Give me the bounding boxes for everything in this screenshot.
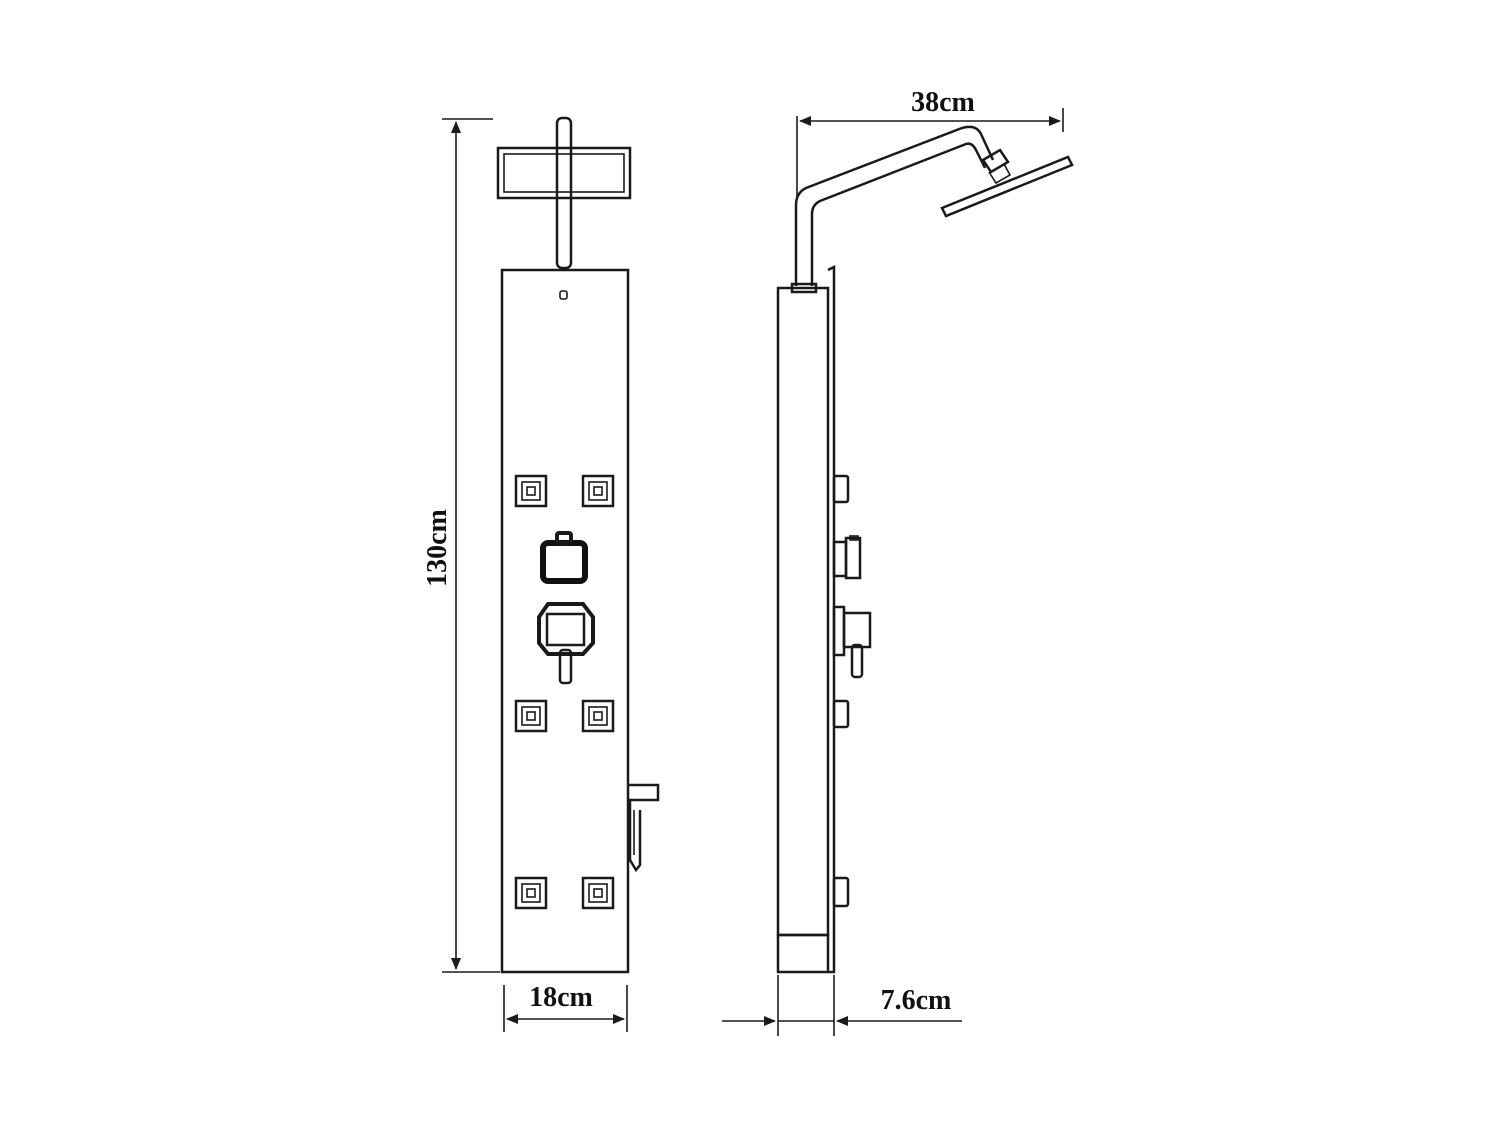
body-jet: [514, 876, 548, 910]
front-width-dimension: 18cm: [503, 982, 628, 1032]
side-arm-pipe: [794, 125, 995, 286]
arm-reach-label: 38cm: [911, 87, 975, 118]
front-riser-pipe: [555, 116, 573, 270]
height-dimension: 130cm: [422, 118, 500, 973]
body-jet: [581, 474, 615, 508]
body-jet: [581, 876, 615, 910]
body-jet: [514, 699, 548, 733]
front-shower-head: [496, 146, 632, 200]
body-jet: [514, 474, 548, 508]
front-view: [496, 116, 660, 974]
side-jet: [832, 474, 850, 504]
front-panel-body: [500, 268, 630, 974]
depth-label: 7.6cm: [881, 985, 952, 1016]
height-label: 130cm: [422, 509, 453, 587]
depth-dimension: 7.6cm: [722, 975, 962, 1036]
side-mixer: [832, 605, 872, 679]
side-shower-head: [940, 155, 1074, 218]
side-panel-body: [776, 286, 830, 937]
front-width-label: 18cm: [529, 982, 593, 1013]
mixer-lever: [537, 602, 595, 685]
front-panel-indicator: [559, 290, 568, 300]
hand-shower-holder: [628, 783, 660, 873]
side-view: [776, 125, 1074, 974]
side-jet: [832, 876, 850, 908]
side-jet: [832, 699, 850, 729]
arm-reach-dimension: 38cm: [796, 87, 1064, 200]
body-jet: [581, 699, 615, 733]
diverter-knob: [540, 531, 588, 584]
side-diverter: [832, 535, 862, 580]
